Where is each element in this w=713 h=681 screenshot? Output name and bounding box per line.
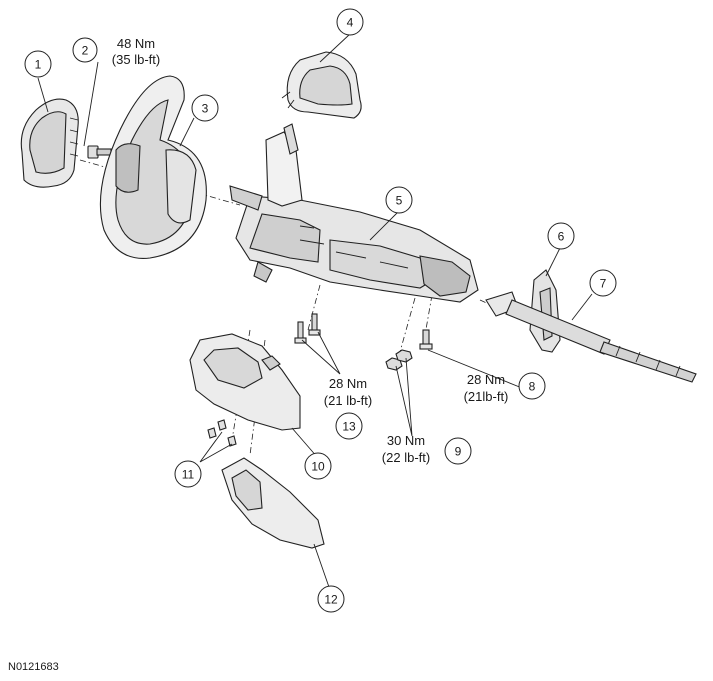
lower-shroud-part [189, 333, 301, 431]
callout-7: 7 [589, 269, 617, 297]
svg-text:5: 5 [396, 194, 403, 208]
callout-13: 13 [335, 412, 363, 440]
torque-spec-callout-2: 48 Nm (35 lb-ft) [112, 36, 160, 67]
steering-wheel-bolt-part [87, 145, 112, 159]
svg-text:30 Nm: 30 Nm [387, 433, 425, 448]
callout-12: 12 [317, 585, 345, 613]
svg-text:12: 12 [324, 593, 338, 607]
callout-6: 6 [547, 222, 575, 250]
steering-wheel-part [99, 75, 207, 259]
shaft-bolt-part [419, 329, 433, 350]
lower-trim-panel-part [221, 457, 325, 549]
shroud-screws-part [207, 419, 237, 447]
callout-2: 2 [72, 37, 98, 63]
svg-text:6: 6 [558, 230, 565, 244]
svg-text:(21lb-ft): (21lb-ft) [464, 389, 509, 404]
svg-text:7: 7 [600, 277, 607, 291]
svg-text:4: 4 [347, 16, 354, 30]
svg-text:13: 13 [342, 420, 356, 434]
torque-spec-callout-8: 28 Nm (21lb-ft) [464, 372, 509, 404]
torque-spec-callout-9: 30 Nm (22 lb-ft) [382, 433, 430, 465]
svg-text:10: 10 [311, 460, 325, 474]
callout-3: 3 [191, 94, 219, 122]
column-nuts-part [385, 349, 413, 371]
svg-text:3: 3 [202, 102, 209, 116]
intermediate-shaft-part [485, 291, 697, 383]
svg-text:1: 1 [35, 58, 42, 72]
callout-1: 1 [24, 50, 52, 78]
airbag-module-part [20, 98, 79, 188]
svg-text:28 Nm: 28 Nm [467, 372, 505, 387]
steering-column-part [229, 123, 479, 303]
callout-11: 11 [174, 460, 202, 488]
torque-spec-callout-13: 28 Nm (21 lb-ft) [324, 376, 372, 408]
callout-4: 4 [336, 8, 364, 36]
svg-text:(21 lb-ft): (21 lb-ft) [324, 393, 372, 408]
upper-shroud-part [281, 51, 362, 119]
callout-5: 5 [385, 186, 413, 214]
svg-text:2: 2 [82, 44, 89, 58]
svg-text:48 Nm: 48 Nm [117, 36, 155, 51]
callout-9: 9 [444, 437, 472, 465]
svg-text:(35 lb-ft): (35 lb-ft) [112, 52, 160, 67]
figure-id: N0121683 [8, 661, 59, 673]
svg-text:9: 9 [455, 445, 462, 459]
svg-text:(22 lb-ft): (22 lb-ft) [382, 450, 430, 465]
svg-text:28 Nm: 28 Nm [329, 376, 367, 391]
column-bolts-part [294, 313, 321, 344]
svg-text:8: 8 [529, 380, 536, 394]
callout-8: 8 [518, 372, 546, 400]
svg-text:11: 11 [182, 468, 195, 482]
callout-10: 10 [304, 452, 332, 480]
